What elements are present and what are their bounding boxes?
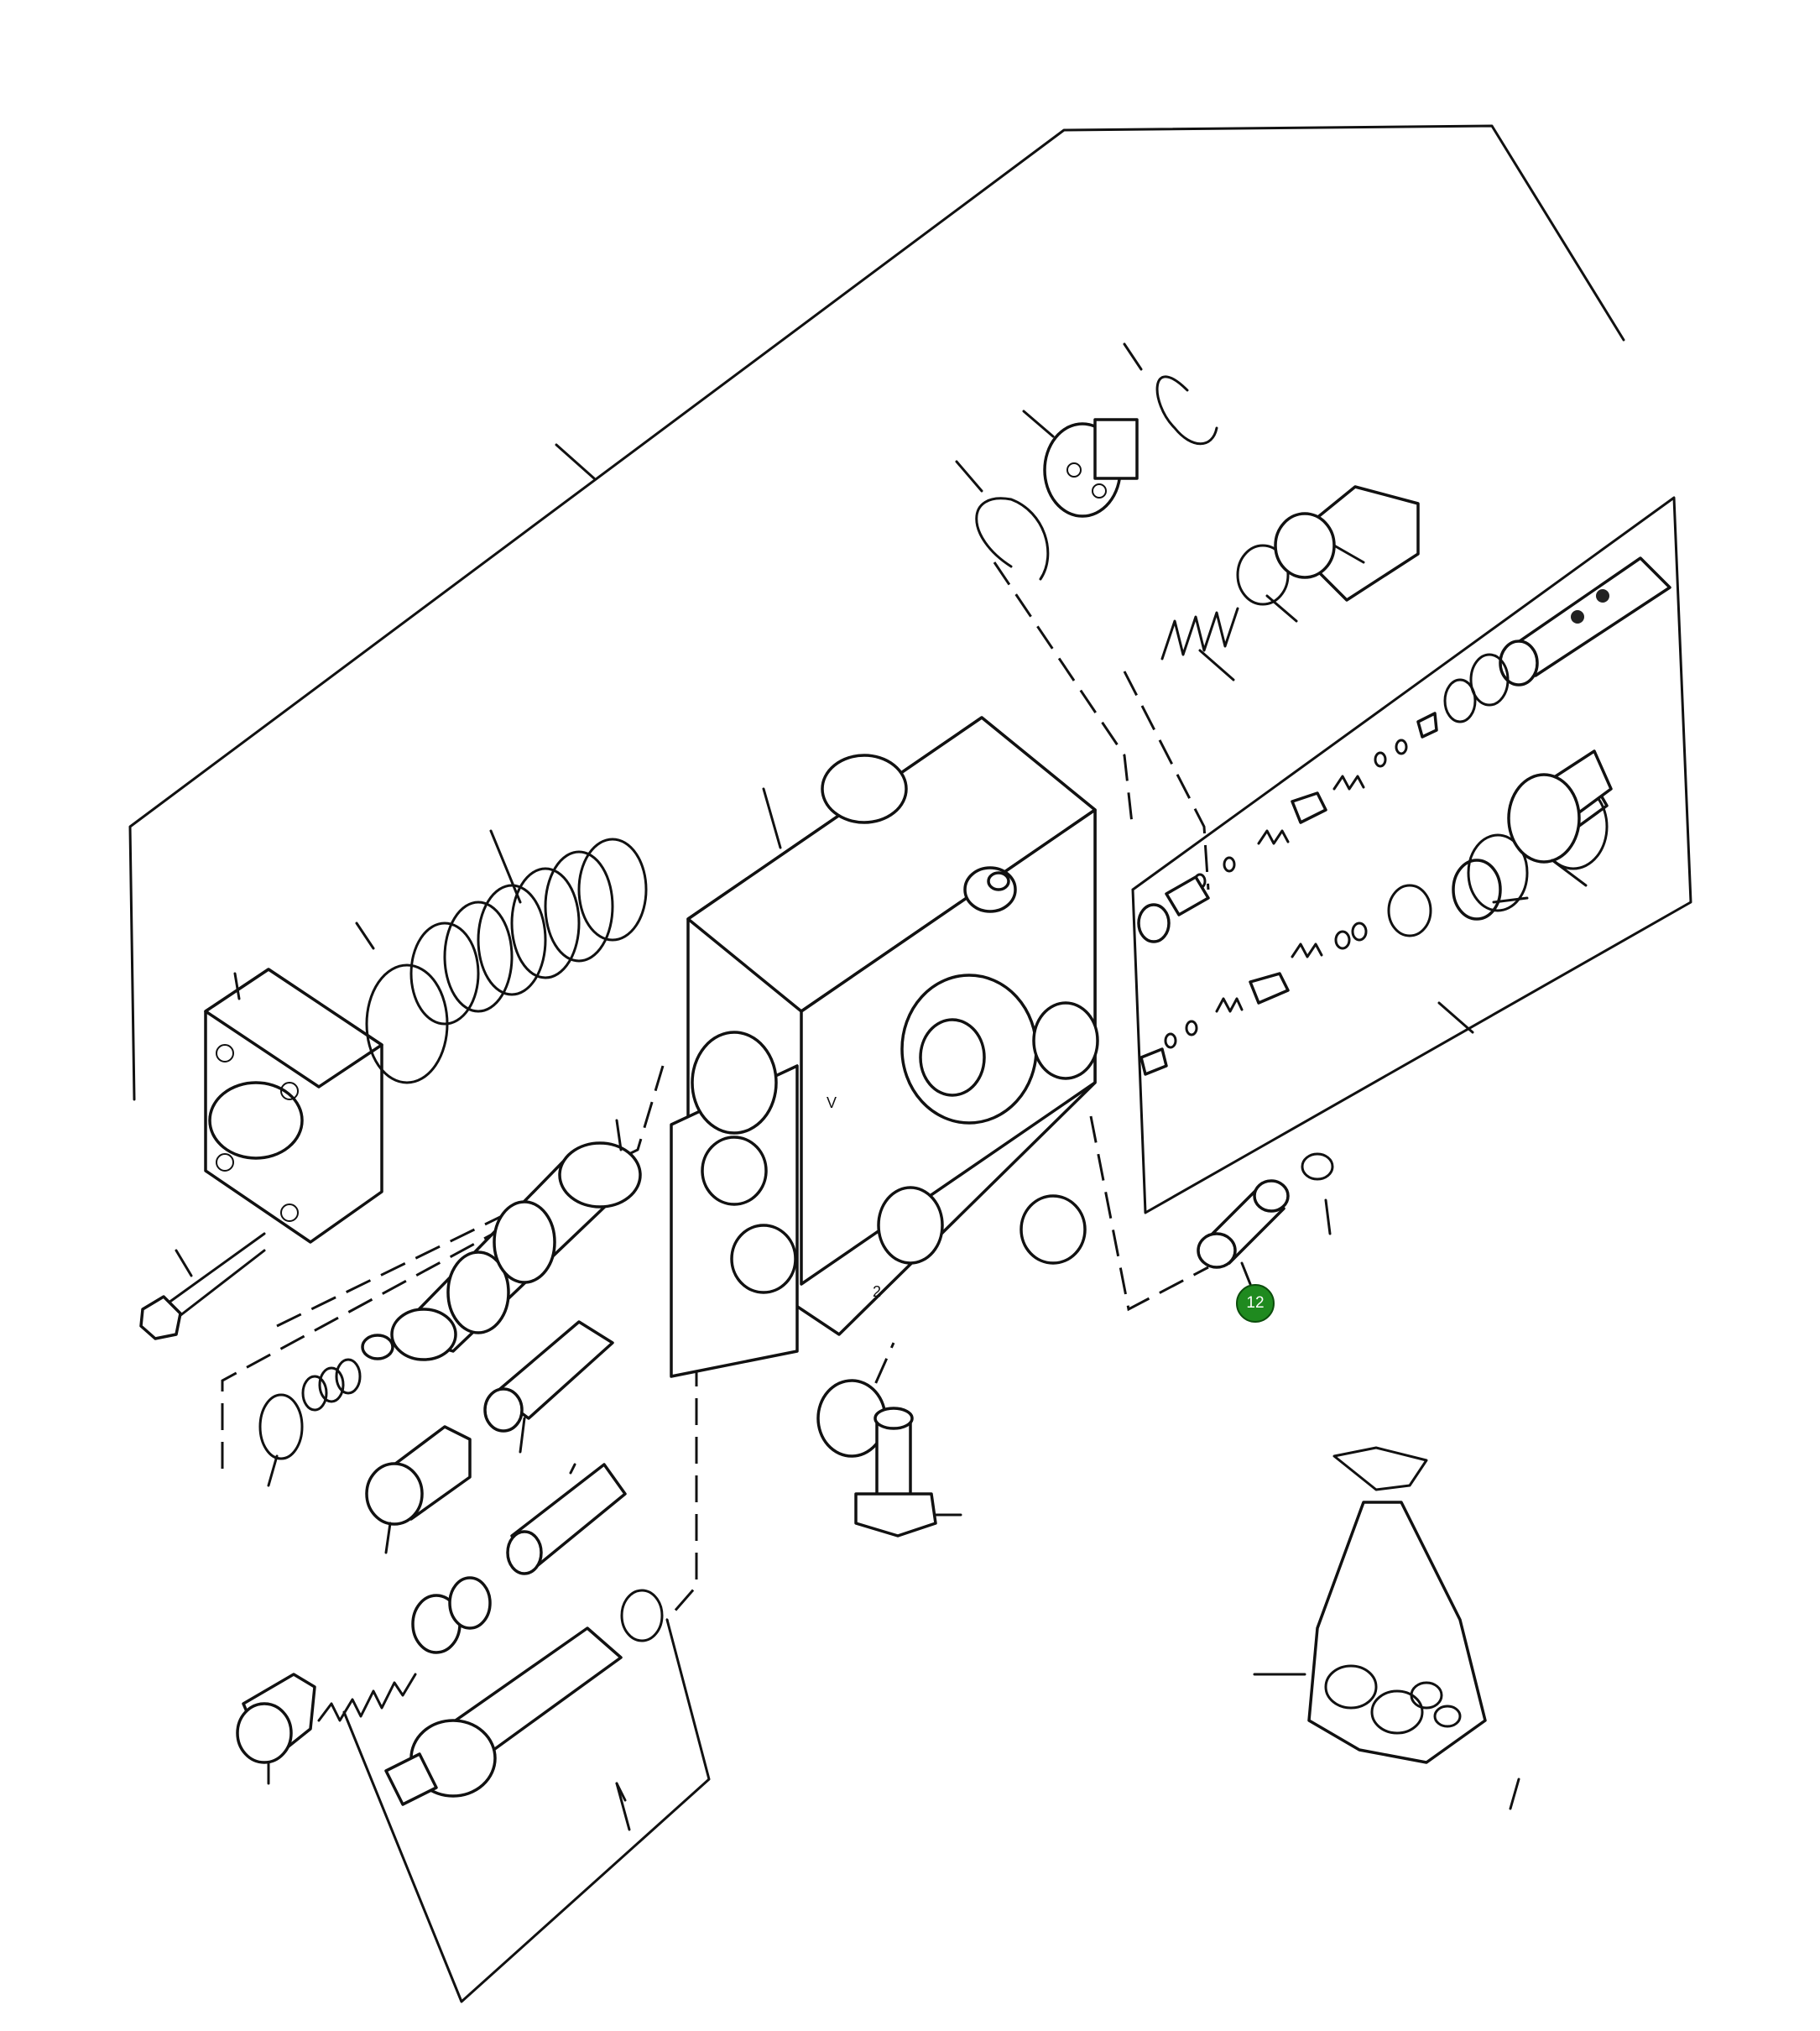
drain-fitting <box>854 1407 962 1538</box>
cap-right <box>1437 749 1613 1034</box>
assembly-bracket-top <box>128 124 1625 1101</box>
valve-body: 2 V <box>670 716 1099 1458</box>
check-valve-assembly <box>1022 410 1139 518</box>
bracket-bottom-left <box>342 1618 711 2003</box>
spring-small <box>317 1576 492 1722</box>
part-12-cartridge <box>1197 1152 1334 1286</box>
sleeve-1 <box>483 1320 614 1454</box>
spool-small-parts <box>258 1334 394 1487</box>
o-ring-large <box>365 963 449 1084</box>
relief-valve <box>384 1589 664 1806</box>
circlip-top <box>1123 342 1218 446</box>
plug-1 <box>365 1425 472 1554</box>
o-ring-small <box>620 1589 664 1642</box>
callout-12[interactable]: 12 <box>1236 1284 1275 1323</box>
casting-mark-v: V <box>827 1094 837 1111</box>
o-ring-fitting <box>1236 544 1298 623</box>
union-fitting <box>1274 485 1420 602</box>
casting-mark-2: 2 <box>873 1283 881 1300</box>
spool <box>390 1119 642 1361</box>
circlip-mid <box>955 460 1050 581</box>
sleeve-2 <box>506 1463 627 1575</box>
bracket-right-valves <box>1131 496 1692 1214</box>
seal-kit-bag <box>1253 1446 1520 1810</box>
bolt <box>139 1232 266 1340</box>
spring-check <box>1160 607 1239 681</box>
circlip-left <box>258 1393 304 1460</box>
end-cover <box>204 968 383 1244</box>
main-spring <box>355 829 648 1084</box>
seal-ring <box>1301 1152 1334 1181</box>
right-spool-upper <box>1137 556 1671 943</box>
plug-2 <box>236 1673 316 1785</box>
